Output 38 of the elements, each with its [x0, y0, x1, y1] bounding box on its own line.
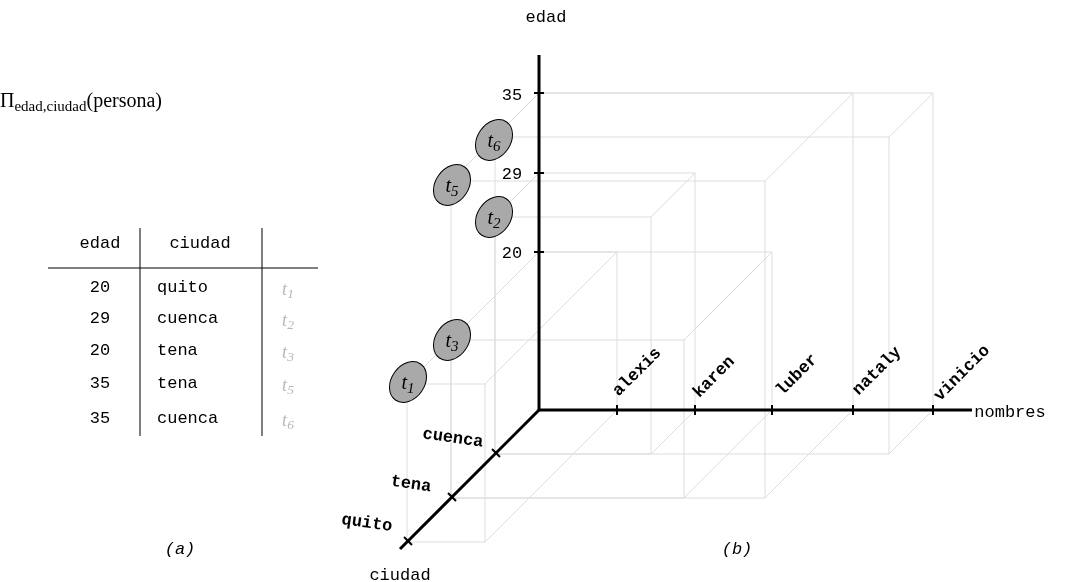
tuple-id: t$_{6}$	[282, 411, 294, 429]
text-label: ciudad	[369, 566, 431, 582]
tuple-id: t$_{5}$	[282, 376, 294, 394]
text-label: 35	[89, 409, 111, 427]
axis-tick-label: cuenca	[421, 425, 485, 451]
text-label: cuenca	[157, 309, 219, 327]
tuple-ellipse	[475, 119, 513, 161]
tuple-label: t$_{2}$	[487, 205, 501, 232]
tuple-label: t$_{6}$	[487, 128, 501, 155]
tuple-label: t$_{3}$	[445, 328, 459, 355]
text-label: edad	[525, 8, 567, 26]
tuple-id: t$_{2}$	[282, 311, 294, 329]
text-label: edad	[79, 234, 121, 252]
axis-tick-label: tena	[389, 472, 433, 496]
tuple-id: t$_{1}$	[282, 280, 294, 298]
tuple-ellipse	[475, 196, 513, 238]
text-label: 20	[501, 244, 523, 262]
text-label: ciudad	[169, 234, 231, 252]
tuple-id: t$_{3}$	[282, 343, 294, 361]
text-label: 35	[89, 374, 111, 392]
text-label: tena	[157, 374, 198, 392]
text-label: 29	[89, 309, 111, 327]
text-label: 20	[89, 278, 111, 296]
text-label: 35	[501, 86, 523, 104]
tuple-ellipse	[433, 319, 471, 361]
text-label: nombres	[974, 403, 1046, 421]
text-label: 29	[501, 165, 523, 183]
tuple-label: t$_{5}$	[445, 173, 459, 200]
tuple-ellipse	[433, 164, 471, 206]
tuple-label: t$_{1}$	[401, 370, 415, 397]
panel-caption: (b)	[721, 540, 753, 558]
panel-caption: (a)	[164, 540, 196, 558]
tuple-ellipse	[389, 361, 427, 403]
text-label: quito	[157, 278, 208, 296]
axis-tick-label: quito	[340, 511, 394, 535]
text-label: tena	[157, 341, 198, 359]
text-label: 20	[89, 341, 111, 359]
text-label: cuenca	[157, 409, 219, 427]
